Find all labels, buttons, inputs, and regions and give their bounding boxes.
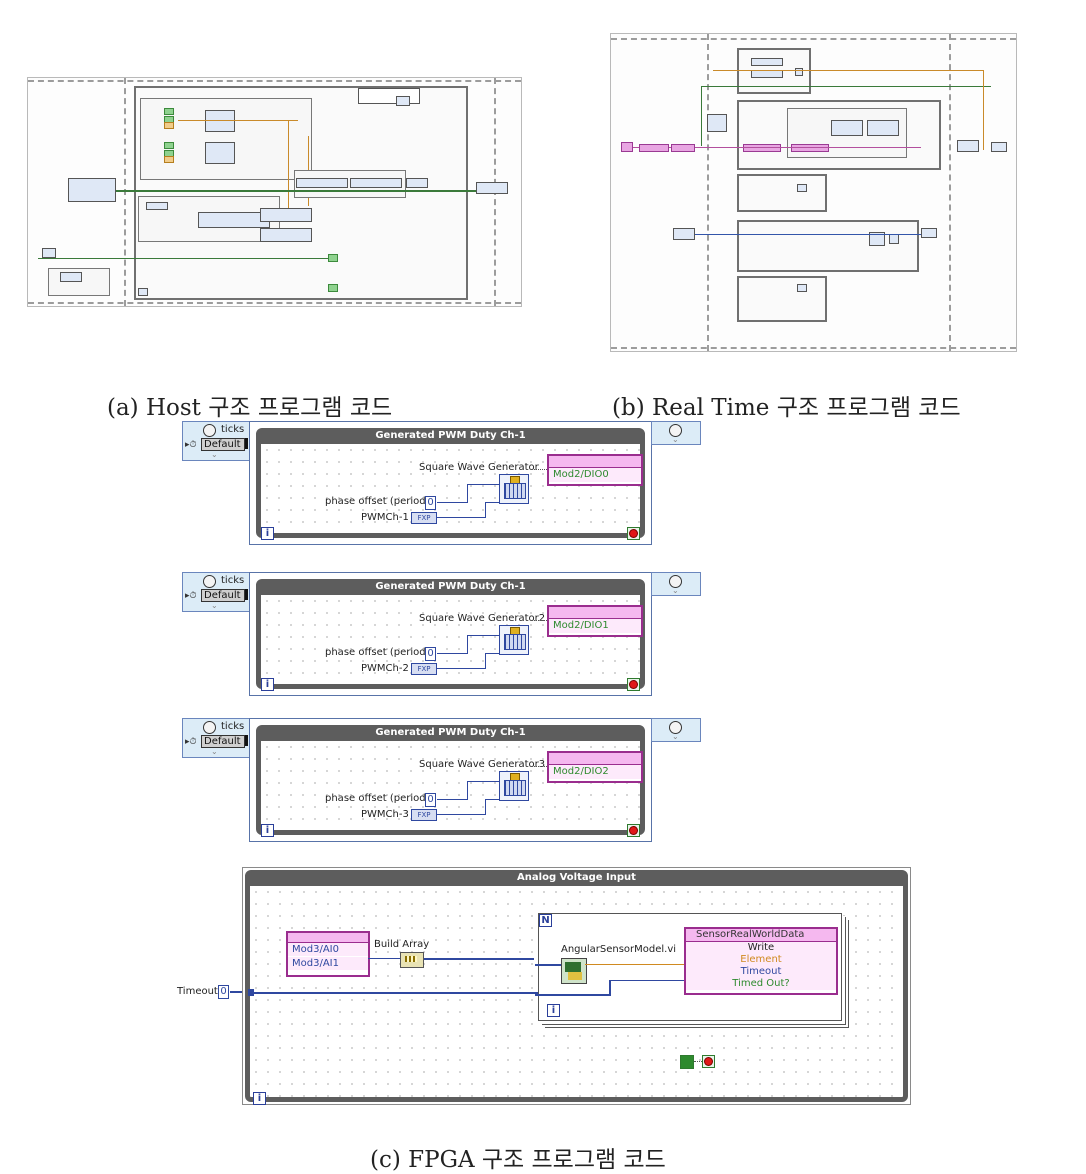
stop-terminal-icon [627,824,640,837]
timing-output-2: ⌄ [651,572,701,596]
iteration-terminal: i [261,678,274,691]
caption-a: (a) Host 구조 프로그램 코드 [107,395,393,421]
output-label: Mod2/DIO2 [549,765,641,779]
ticks-label: ticks [221,575,245,586]
analog-input-loop: Analog Voltage Input Mod3/AI0 Mod3/AI1 B… [242,867,911,1105]
cluster-row-timed-out: Timed Out? [686,978,836,990]
loop-title: Generated PWM Duty Ch-1 [375,727,526,738]
timed-loop-2: Generated PWM Duty Ch-1 Square Wave Gene… [249,572,652,696]
chevron-down-icon: ⌄ [672,435,679,444]
pwm-input-label: PWMCh-1 [361,512,409,523]
loop-title: Generated PWM Duty Ch-1 [375,430,526,441]
phase-label: phase offset (periods) [325,793,435,804]
realtime-diagram-thumbnail [610,33,1017,352]
stop-terminal-icon [627,527,640,540]
timing-source-2: ticks ▸⏱ Default ⌄ [182,572,252,612]
analog-inputs: Mod3/AI0 Mod3/AI1 [286,931,370,977]
ticks-label: ticks [221,424,245,435]
timing-output-1: ⌄ [651,421,701,445]
clock-icon [669,424,682,437]
square-wave-generator-icon [499,771,529,801]
output-dio2: Mod2/DIO2 [547,751,643,783]
source-default: Default [201,735,245,748]
clock-icon [669,575,682,588]
clock-icon [669,721,682,734]
chevron-down-icon: ⌄ [211,747,218,756]
source-icon: ▸⏱ [185,440,197,450]
pwm-input-fxp[interactable]: FXP [411,663,437,675]
output-label: Mod2/DIO0 [549,468,641,482]
output-dio0: Mod2/DIO0 [547,454,643,486]
pwm-input-fxp[interactable]: FXP [411,809,437,821]
loop-title: Analog Voltage Input [517,872,636,883]
chevron-down-icon: ⌄ [211,450,218,459]
build-array-label: Build Array [374,939,430,950]
sensor-fifo-cluster: SensorRealWorldData Write Element Timeou… [684,927,838,995]
source-default: Default [201,589,245,602]
phase-offset-control[interactable]: 0 [425,793,436,807]
phase-label: phase offset (periods) [325,496,435,507]
iteration-terminal: i [261,527,274,540]
generator-label: Square Wave Generator3 [419,759,546,770]
stop-terminal-icon [702,1055,715,1068]
output-label: Mod2/DIO1 [549,619,641,633]
timing-source-3: ticks ▸⏱ Default ⌄ [182,718,252,758]
loop-iteration-terminal: i [253,1092,266,1105]
cluster-title: SensorRealWorldData [686,929,836,942]
generator-label: Square Wave Generator [419,462,539,473]
build-array-icon [400,952,424,968]
square-wave-generator-icon [499,474,529,504]
iteration-terminal: i [547,1004,560,1017]
timeout-label: Timeout [177,986,218,997]
chevron-down-icon: ⌄ [211,601,218,610]
clock-icon [203,721,216,734]
ai1-label: Mod3/AI1 [288,957,368,970]
clock-icon [203,575,216,588]
phase-offset-control[interactable]: 0 [425,647,436,661]
stop-constant-icon [680,1055,694,1069]
timed-loop-3: Generated PWM Duty Ch-1 Square Wave Gene… [249,718,652,842]
chevron-down-icon: ⌄ [672,732,679,741]
clock-icon [203,424,216,437]
ticks-label: ticks [221,721,245,732]
timeout-control[interactable]: 0 [218,985,229,999]
pwm-input-fxp[interactable]: FXP [411,512,437,524]
pwm-input-label: PWMCh-2 [361,663,409,674]
pwm-input-label: PWMCh-3 [361,809,409,820]
square-wave-generator-icon [499,625,529,655]
timing-source-1: ticks ▸⏱ Default ⌄ [182,421,252,461]
chevron-down-icon: ⌄ [672,586,679,595]
source-icon: ▸⏱ [185,591,197,601]
vi-name-label: AngularSensorModel.vi [561,944,677,955]
ai0-label: Mod3/AI0 [288,943,368,956]
count-terminal: N [539,914,552,927]
output-dio1: Mod2/DIO1 [547,605,643,637]
phase-label: phase offset (periods) [325,647,435,658]
timed-loop-1: Generated PWM Duty Ch-1 Square Wave Gene… [249,421,652,545]
caption-b: (b) Real Time 구조 프로그램 코드 [612,395,961,421]
source-icon: ▸⏱ [185,737,197,747]
stop-terminal-icon [627,678,640,691]
host-diagram-thumbnail [27,77,522,307]
phase-offset-control[interactable]: 0 [425,496,436,510]
timing-output-3: ⌄ [651,718,701,742]
angular-sensor-vi-icon [561,958,587,984]
caption-c: (c) FPGA 구조 프로그램 코드 [370,1147,666,1173]
loop-title: Generated PWM Duty Ch-1 [375,581,526,592]
source-default: Default [201,438,245,451]
generator-label: Square Wave Generator2 [419,613,546,624]
iteration-terminal: i [261,824,274,837]
